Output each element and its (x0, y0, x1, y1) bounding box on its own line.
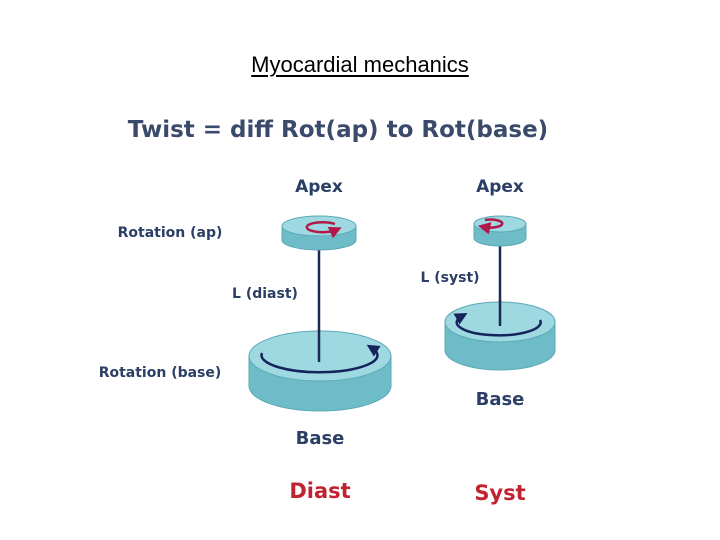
rotation-ap-label: Rotation (ap) (118, 225, 223, 241)
diast-apex-rotation-arrow (305, 220, 342, 239)
diast-base-label: Base (296, 428, 345, 449)
syst-apex-rotation-arrow (477, 218, 504, 235)
syst-apex-label: Apex (476, 177, 524, 197)
twist-heading: Twist = diff Rot(ap) to Rot(base) (128, 117, 548, 143)
syst-base-rotation-arrow (453, 312, 542, 337)
diast-length-label: L (diast) (232, 286, 298, 302)
diast-apex-label: Apex (295, 177, 343, 197)
syst-length-label: L (syst) (420, 270, 479, 286)
diast-base-rotation-arrow (260, 344, 381, 374)
syst-base-label: Base (476, 389, 525, 410)
syst-phase-label: Syst (474, 481, 525, 505)
diast-base-disc (248, 330, 392, 412)
diast-phase-label: Diast (289, 479, 350, 503)
diast-apex-disc (281, 215, 357, 251)
rotation-base-label: Rotation (base) (99, 365, 222, 381)
syst-apex-disc (473, 215, 527, 247)
slide-title: Myocardial mechanics (251, 52, 469, 77)
